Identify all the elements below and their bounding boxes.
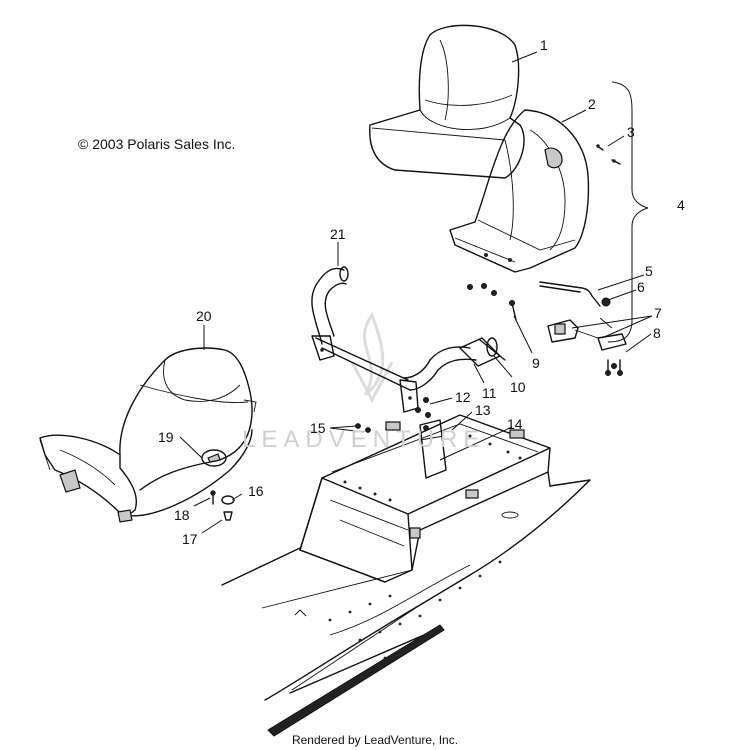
part-10-11-sleeves [459,337,506,367]
seat-fasteners [467,283,497,296]
callout-4: 4 [677,197,685,213]
callout-9: 9 [532,355,540,371]
part-2-seat-base [449,109,590,273]
callout-3: 3 [627,124,635,140]
leader-lines [179,51,653,534]
part-14-seat-frame [299,414,551,583]
part-7-latch [547,317,627,351]
callout-16: 16 [248,483,264,499]
callout-10: 10 [510,379,526,395]
callout-13: 13 [475,402,491,418]
part-5-rod [539,281,601,307]
part-21-grab-bar [311,266,477,413]
callout-5: 5 [645,263,653,279]
callout-6: 6 [637,279,645,295]
callout-18: 18 [174,507,190,523]
callout-11: 11 [482,385,497,401]
callout-7: 7 [654,305,662,321]
callout-14: 14 [507,416,523,432]
render-credit: Rendered by LeadVenture, Inc. [291,733,459,747]
callout-8: 8 [653,325,661,341]
part-9-stud [509,300,517,321]
part-19-emblem [201,449,227,467]
callout-19: 19 [158,429,174,445]
parts-16-17-18-hardware [210,490,235,521]
callout-17: 17 [182,531,198,547]
part-8-bolts [605,359,623,376]
copyright-notice: © 2003 Polaris Sales Inc. [78,136,236,152]
callout-1: 1 [540,37,548,53]
assembly-4-bracket [607,81,649,343]
callout-21: 21 [330,226,346,242]
chassis-tunnel [221,471,591,737]
watermark-logo [350,311,394,404]
watermark-text: LEADVENTURE [242,426,486,453]
part-12-screws [415,397,431,418]
callout-2: 2 [588,96,596,112]
callout-15: 15 [310,420,326,436]
part-3-screws [596,144,621,165]
part-1-seat-cushion [369,24,525,179]
callout-12: 12 [455,389,471,405]
callout-20: 20 [196,308,212,324]
part-20-rear-seat [39,347,257,523]
